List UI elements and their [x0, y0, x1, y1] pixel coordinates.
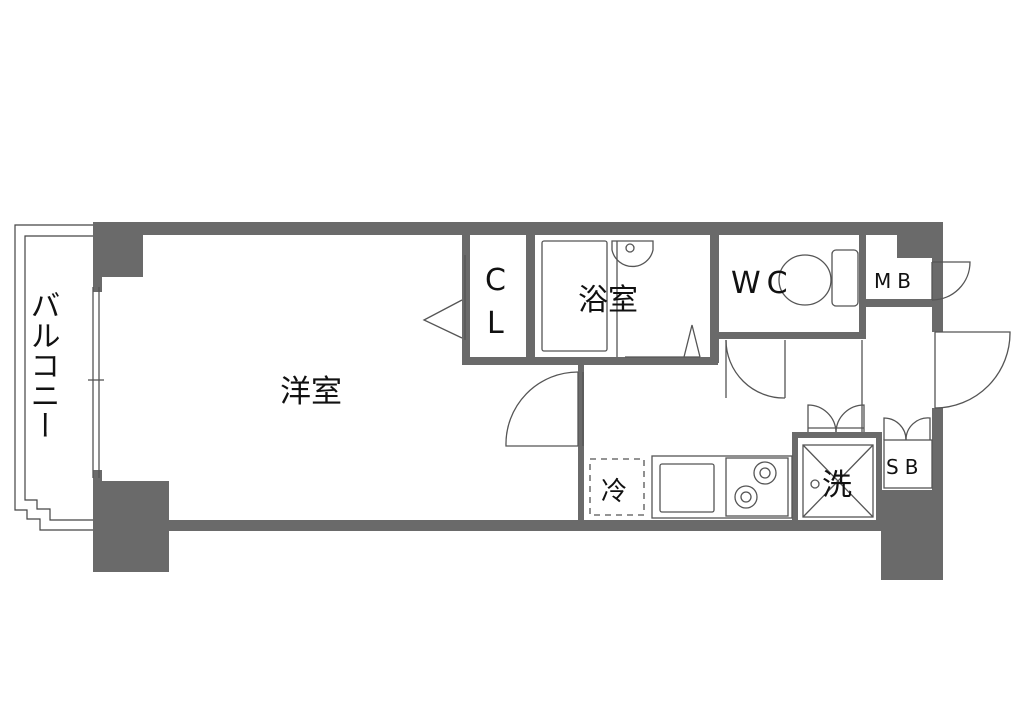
- washer-box-wall-top: [792, 432, 882, 438]
- closet-label-c: C: [485, 263, 506, 298]
- washer-box-wall-left: [792, 432, 798, 524]
- burner-2: [734, 485, 758, 509]
- balcony-label: バルコニー: [25, 290, 60, 440]
- toilet-bowl: [778, 254, 832, 306]
- wc-bottom-wall: [718, 332, 866, 339]
- bathtub: [541, 240, 608, 352]
- right-wall-upper: [932, 222, 943, 332]
- stove: [725, 457, 789, 517]
- toilet-label: WC: [731, 266, 794, 301]
- fridge-label: 冷: [601, 477, 627, 507]
- closet-label-l: L: [487, 306, 504, 341]
- right-wall-lower: [932, 408, 943, 580]
- right-upper-column: [897, 222, 943, 258]
- washer-pan: [802, 444, 874, 518]
- cl-bottom-wall: [462, 357, 535, 365]
- bath-sink: [611, 240, 654, 268]
- meter-box-label: MB: [874, 269, 917, 293]
- toilet-tank: [831, 249, 859, 307]
- exterior-walls: [93, 222, 943, 580]
- burner-1: [753, 461, 777, 485]
- shoe-box-label: SB: [886, 455, 924, 479]
- mb-bottom-wall: [866, 299, 932, 307]
- top-wall: [93, 222, 943, 235]
- left-wall-upper: [93, 222, 102, 292]
- interior-walls: [462, 235, 932, 525]
- room-divider-wall: [578, 365, 584, 525]
- washer-label: 洗: [822, 468, 852, 503]
- western-room-label: 洋室: [280, 374, 342, 410]
- cl-left-wall: [462, 235, 470, 363]
- fixtures: [88, 240, 1011, 519]
- balcony: [14, 224, 93, 531]
- fridge-space: [589, 458, 645, 516]
- bottom-wall: [93, 520, 943, 531]
- shoe-box: [883, 439, 933, 489]
- bathroom-label: 浴室: [578, 283, 638, 318]
- bath-right-wall: [710, 235, 719, 363]
- kitchen-counter: [651, 455, 793, 519]
- washer-box-wall-right: [876, 432, 882, 524]
- wc-right-wall: [859, 235, 866, 339]
- bath-bottom-wall: [535, 357, 718, 365]
- cl-right-wall: [526, 235, 535, 363]
- kitchen-sink: [659, 463, 715, 513]
